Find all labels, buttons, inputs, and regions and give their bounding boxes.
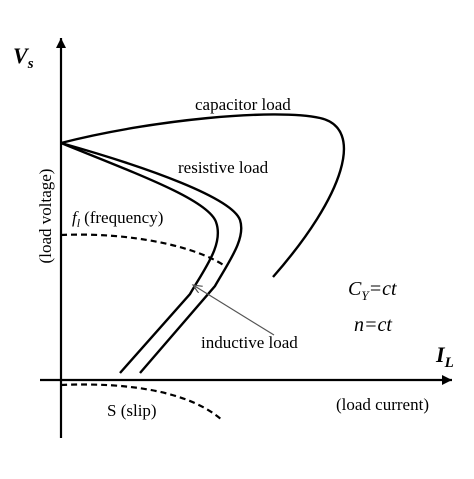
x-axis-description: (load current) bbox=[336, 395, 429, 414]
capacitor-load-curve bbox=[60, 113, 346, 278]
cy-constant-label: CY=ct bbox=[348, 278, 397, 303]
slip-label: S (slip) bbox=[107, 401, 157, 420]
resistive-load-curve bbox=[60, 141, 243, 374]
y-axis-symbol: Vs bbox=[13, 43, 34, 72]
slip-curve bbox=[60, 383, 223, 421]
x-axis-symbol: IL bbox=[435, 342, 454, 371]
y-axis-description: (load voltage) bbox=[36, 169, 55, 264]
resistive-load-label: resistive load bbox=[178, 158, 269, 177]
inductive-load-curve bbox=[60, 141, 220, 374]
capacitor-load-label: capacitor load bbox=[195, 95, 291, 114]
frequency-label: fl(frequency) bbox=[72, 208, 163, 230]
n-constant-label: n=ct bbox=[354, 314, 392, 336]
inductive-load-leader bbox=[193, 285, 275, 336]
frequency-curve bbox=[60, 233, 226, 267]
inductive-load-label: inductive load bbox=[201, 333, 298, 352]
